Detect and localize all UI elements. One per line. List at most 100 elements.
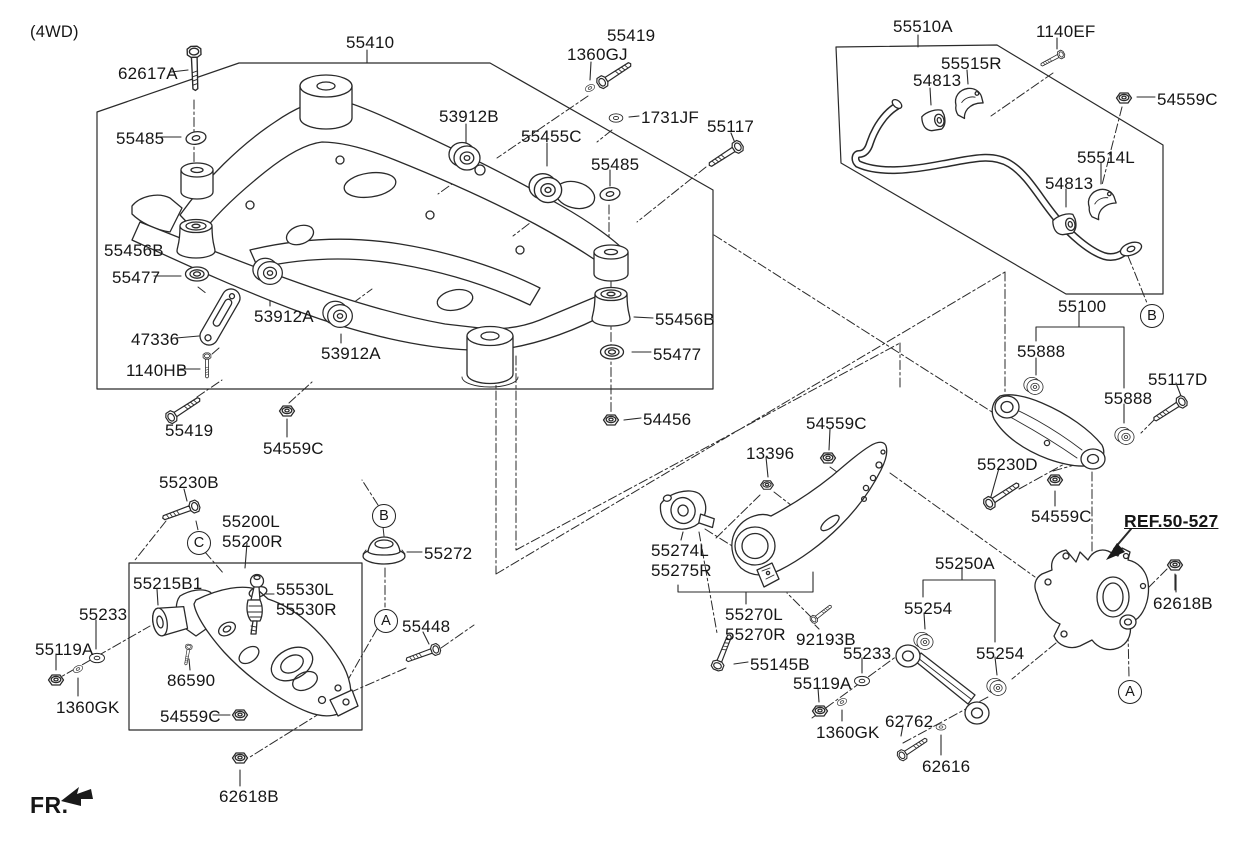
part-label-62618b: 62618B <box>1153 594 1213 613</box>
washer-1360gj-icon <box>583 82 597 94</box>
bolt-55117-icon <box>705 138 746 171</box>
part-label-55530l-55530r: 55530L 55530R <box>276 580 337 620</box>
part-label-1140hb: 1140HB <box>126 361 188 380</box>
part-label-55119a: 55119A <box>35 640 94 659</box>
nut-62618b-icon <box>231 752 249 764</box>
part-label-54813: 54813 <box>913 71 962 90</box>
nut-54559c-icon <box>1046 474 1064 486</box>
part-label-55456b: 55456B <box>104 241 164 260</box>
bolt-62617a-icon <box>186 45 203 92</box>
nut-13396-icon <box>760 480 774 490</box>
bushing-55888-icon <box>1114 426 1135 445</box>
part-label-1360gk: 1360GK <box>816 723 880 742</box>
lower-arm-icon <box>175 585 359 717</box>
crossmember-view-box <box>96 62 714 390</box>
part-label-55477: 55477 <box>112 268 161 287</box>
stabilizer-bracket-right-icon <box>951 85 987 123</box>
washer-55477-icon <box>599 344 625 360</box>
arm-bushing-icon <box>152 606 189 637</box>
part-label-55477: 55477 <box>653 345 702 364</box>
part-label-55145b: 55145B <box>750 655 810 674</box>
part-label-47336: 47336 <box>131 330 180 349</box>
bolt-55117d-icon <box>1150 393 1190 426</box>
spring-seat-icon <box>362 536 406 565</box>
part-label-55230d: 55230D <box>977 455 1038 474</box>
grommet-1731jf-icon <box>608 113 624 123</box>
washer-55485-icon <box>184 129 208 147</box>
nut-54559c-icon <box>278 405 296 417</box>
part-label-55117: 55117 <box>707 117 755 136</box>
part-label-54559c: 54559C <box>160 707 221 726</box>
part-label-55119a: 55119A <box>793 674 852 693</box>
part-label-55270r: 55270R <box>725 625 786 644</box>
bolt-92193b-icon <box>808 602 834 625</box>
part-label-54813: 54813 <box>1045 174 1094 193</box>
view-marker-a: A <box>1118 680 1142 704</box>
fr-label: FR. <box>30 792 69 818</box>
ref-arrow-head <box>1106 543 1125 560</box>
part-label-54559c: 54559C <box>263 439 324 458</box>
part-label-55270l-55270r: 55270L 55270R <box>725 605 786 645</box>
part-label-62762: 62762 <box>885 712 934 731</box>
part-label-55419: 55419 <box>607 26 656 45</box>
part-label-55274l-55275r: 55274L 55275R <box>651 541 712 581</box>
trailing-arm-bushing-icon <box>659 490 715 530</box>
part-label-55270l: 55270L <box>725 605 783 624</box>
part-label-55456b: 55456B <box>655 310 715 329</box>
part-label-53912a: 53912A <box>321 344 381 363</box>
part-label-54559c: 54559C <box>806 414 867 433</box>
part-label-53912b: 53912B <box>439 107 499 126</box>
ref-label: REF.50-527 <box>1124 511 1219 531</box>
part-label-55510a: 55510A <box>893 17 953 36</box>
part-label-55254: 55254 <box>904 599 953 618</box>
part-label-54559c: 54559C <box>1157 90 1218 109</box>
trailing-arm-icon <box>731 441 888 588</box>
part-label-55515r: 55515R <box>941 54 1002 73</box>
leader-lines <box>55 34 1182 787</box>
part-label-55275r: 55275R <box>651 561 712 580</box>
bolt-55230b-icon <box>160 498 202 525</box>
bushing-55456b-icon <box>591 286 631 327</box>
part-label-55485: 55485 <box>591 155 640 174</box>
part-label-55117d: 55117D <box>1148 370 1208 389</box>
screw-86590-icon <box>182 643 193 666</box>
bushing-55254-icon <box>986 677 1007 696</box>
washer-1360gk-icon <box>835 696 849 708</box>
part-label-1360gk: 1360GK <box>56 698 120 717</box>
upper-arm-icon <box>991 394 1106 470</box>
part-label-54559c: 54559C <box>1031 507 1092 526</box>
part-label-55233: 55233 <box>79 605 128 624</box>
link-plate-icon <box>199 288 241 346</box>
part-label-55100: 55100 <box>1058 297 1107 316</box>
part-label-55233: 55233 <box>843 644 892 663</box>
part-label-55272: 55272 <box>424 544 473 563</box>
bolt-55230d-icon <box>981 478 1023 512</box>
part-label-55274l: 55274L <box>651 541 709 560</box>
part-label-1140ef: 1140EF <box>1036 22 1096 41</box>
part-label-1360gj: 1360GJ <box>567 45 628 64</box>
assist-arm-icon <box>895 644 990 725</box>
part-label-55230b: 55230B <box>159 473 219 492</box>
part-label-55530l: 55530L <box>276 580 334 599</box>
part-label-55215b1: 55215B1 <box>133 574 203 593</box>
part-label-55888: 55888 <box>1104 389 1153 408</box>
part-label-55200l: 55200L <box>222 512 280 531</box>
part-label-13396: 13396 <box>746 444 795 463</box>
part-label-55485: 55485 <box>116 129 165 148</box>
view-marker-b: B <box>372 504 396 528</box>
crossmember-icon <box>131 74 629 388</box>
washer-55477-icon <box>184 266 210 282</box>
nut-62618b-icon <box>1166 559 1184 571</box>
part-label-1731jf: 1731JF <box>641 108 699 127</box>
part-label-55514l: 55514L <box>1077 148 1135 167</box>
bushing-55888-icon <box>1023 376 1044 395</box>
part-label-55200r: 55200R <box>222 532 283 551</box>
part-label-55530r: 55530R <box>276 600 337 619</box>
knuckle-icon <box>1034 547 1150 651</box>
part-label-54456: 54456 <box>643 410 692 429</box>
part-label-55410: 55410 <box>346 33 395 52</box>
nut-55119a-icon <box>811 705 829 717</box>
part-label-53912a: 53912A <box>254 307 314 326</box>
